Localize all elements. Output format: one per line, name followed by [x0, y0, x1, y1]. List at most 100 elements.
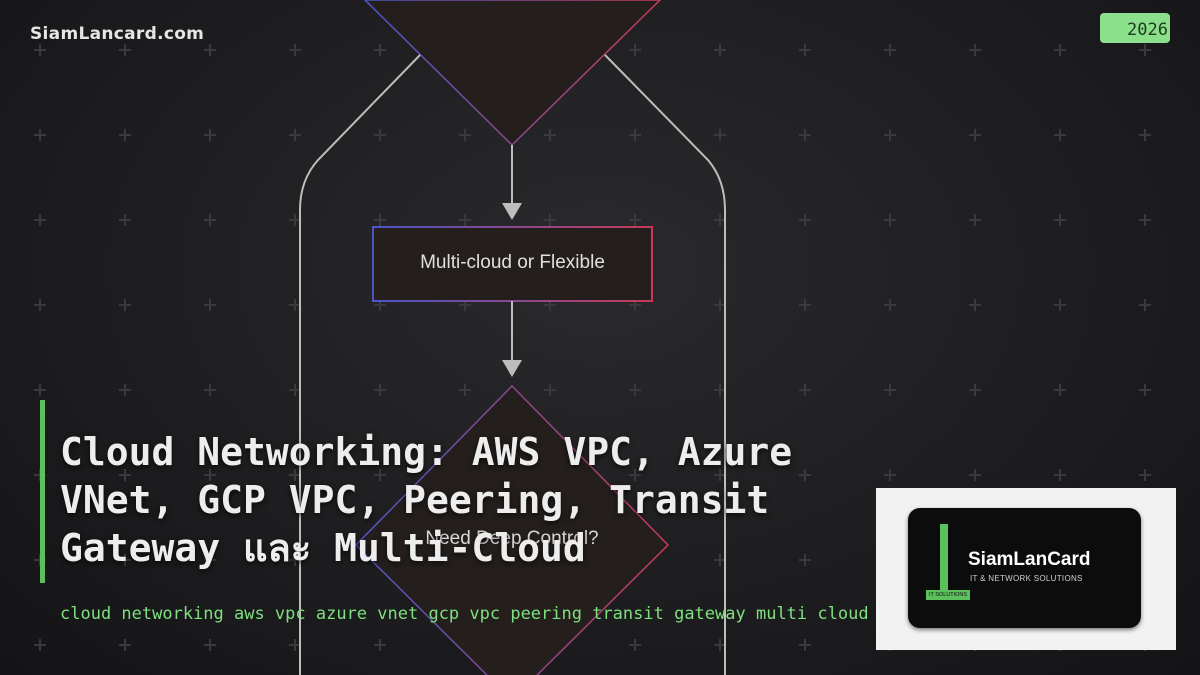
grid-plus-mark — [464, 384, 466, 396]
grid-plus-mark — [124, 384, 126, 396]
grid-plus-mark — [889, 299, 891, 311]
logo-panel: IT SOLUTIONS SiamLanCard IT & NETWORK SO… — [876, 488, 1176, 650]
grid-plus-mark — [719, 129, 721, 141]
grid-plus-mark — [549, 384, 551, 396]
grid-plus-mark — [124, 299, 126, 311]
grid-plus-mark — [294, 299, 296, 311]
grid-plus-mark — [124, 639, 126, 651]
grid-plus-mark — [209, 44, 211, 56]
grid-plus-mark — [1059, 384, 1061, 396]
grid-plus-mark — [379, 129, 381, 141]
grid-plus-mark — [294, 44, 296, 56]
grid-plus-mark — [634, 639, 636, 651]
grid-plus-mark — [719, 214, 721, 226]
grid-plus-mark — [1144, 129, 1146, 141]
grid-plus-mark — [124, 554, 126, 566]
grid-plus-mark — [124, 469, 126, 481]
site-name: SiamLancard.com — [30, 24, 205, 44]
left-connector-line — [299, 54, 421, 675]
grid-plus-mark — [1059, 129, 1061, 141]
grid-plus-mark — [39, 299, 41, 311]
grid-plus-mark — [294, 469, 296, 481]
grid-plus-mark — [974, 469, 976, 481]
grid-plus-mark — [634, 44, 636, 56]
grid-plus-mark — [294, 384, 296, 396]
grid-plus-mark — [294, 129, 296, 141]
grid-plus-mark — [209, 384, 211, 396]
grid-plus-mark — [1059, 469, 1061, 481]
grid-plus-mark — [294, 214, 296, 226]
grid-plus-mark — [804, 129, 806, 141]
grid-plus-mark — [889, 129, 891, 141]
grid-plus-mark — [209, 299, 211, 311]
grid-plus-mark — [294, 554, 296, 566]
grid-plus-mark — [804, 44, 806, 56]
year-badge: 2026 — [1100, 13, 1170, 43]
grid-plus-mark — [719, 384, 721, 396]
grid-plus-mark — [1059, 299, 1061, 311]
grid-plus-mark — [1059, 44, 1061, 56]
grid-plus-mark — [804, 469, 806, 481]
grid-plus-mark — [634, 214, 636, 226]
grid-plus-mark — [124, 44, 126, 56]
deep-control-diamond — [354, 384, 670, 675]
grid-plus-mark — [1144, 44, 1146, 56]
grid-plus-mark — [889, 214, 891, 226]
grid-plus-mark — [974, 129, 976, 141]
grid-plus-mark — [804, 384, 806, 396]
grid-plus-mark — [634, 469, 636, 481]
grid-plus-mark — [634, 299, 636, 311]
grid-plus-mark — [379, 299, 381, 311]
grid-plus-mark — [719, 44, 721, 56]
grid-plus-mark — [549, 214, 551, 226]
arrow-head-2 — [502, 360, 522, 377]
grid-plus-mark — [379, 469, 381, 481]
grid-plus-mark — [209, 469, 211, 481]
logo-card: IT SOLUTIONS SiamLanCard IT & NETWORK SO… — [908, 508, 1141, 628]
grid-plus-mark — [209, 214, 211, 226]
flexible-box — [372, 226, 653, 302]
grid-plus-mark — [464, 214, 466, 226]
grid-plus-mark — [294, 639, 296, 651]
grid-plus-mark — [974, 299, 976, 311]
grid-plus-mark — [39, 214, 41, 226]
grid-plus-mark — [209, 639, 211, 651]
grid-plus-mark — [889, 384, 891, 396]
grid-plus-mark — [39, 44, 41, 56]
grid-plus-mark — [1144, 384, 1146, 396]
grid-plus-mark — [634, 384, 636, 396]
grid-plus-mark — [804, 554, 806, 566]
grid-plus-mark — [719, 469, 721, 481]
grid-plus-mark — [1144, 299, 1146, 311]
grid-plus-mark — [974, 44, 976, 56]
grid-plus-mark — [549, 299, 551, 311]
article-subtitle: cloud networking aws vpc azure vnet gcp … — [60, 604, 869, 624]
grid-plus-mark — [124, 129, 126, 141]
grid-plus-mark — [889, 44, 891, 56]
grid-plus-mark — [1059, 214, 1061, 226]
grid-plus-mark — [804, 214, 806, 226]
grid-plus-mark — [804, 639, 806, 651]
top-decision-diamond — [363, 0, 662, 147]
grid-plus-mark — [39, 384, 41, 396]
grid-plus-mark — [209, 554, 211, 566]
grid-plus-mark — [379, 214, 381, 226]
grid-plus-mark — [39, 639, 41, 651]
grid-plus-mark — [379, 44, 381, 56]
grid-plus-mark — [634, 129, 636, 141]
grid-plus-mark — [1144, 214, 1146, 226]
grid-plus-mark — [889, 469, 891, 481]
logo-accent-bar — [940, 524, 948, 590]
article-title: Cloud Networking: AWS VPC, Azure VNet, G… — [60, 430, 793, 570]
deep-control-label: Need Deep Control? — [425, 528, 599, 549]
grid-plus-mark — [974, 214, 976, 226]
logo-tagline: IT & NETWORK SOLUTIONS — [970, 574, 1083, 583]
grid-plus-mark — [719, 639, 721, 651]
grid-plus-mark — [719, 299, 721, 311]
grid-plus-mark — [719, 554, 721, 566]
grid-plus-mark — [974, 384, 976, 396]
grid-plus-mark — [209, 129, 211, 141]
grid-plus-mark — [1144, 469, 1146, 481]
